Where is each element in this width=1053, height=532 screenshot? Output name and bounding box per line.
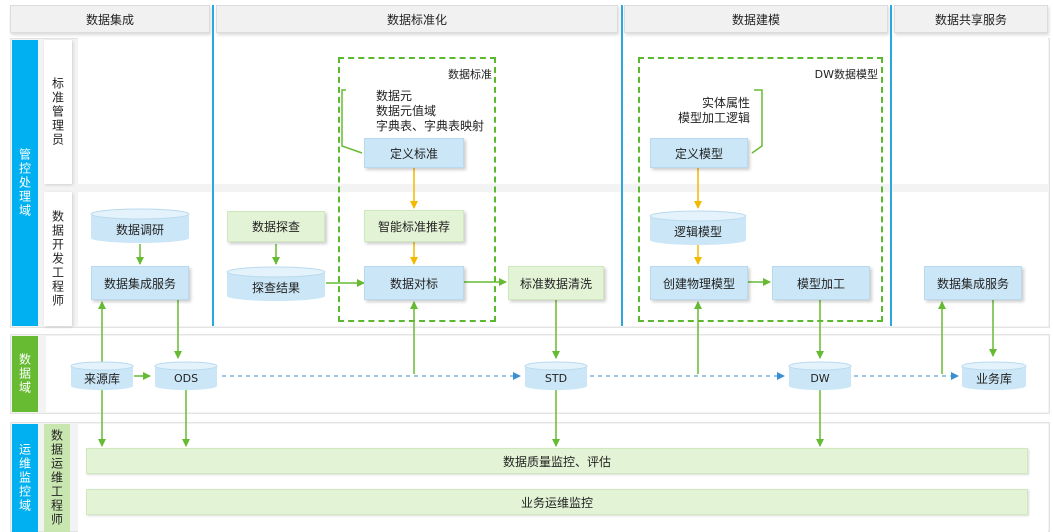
column-separator bbox=[621, 5, 623, 326]
business-ops-monitor-bar[interactable]: 业务运维监控 bbox=[86, 489, 1028, 515]
dw-model-title: DW数据模型 bbox=[814, 68, 878, 81]
source-db-store[interactable]: 来源库 bbox=[71, 368, 133, 388]
define-model-box[interactable]: 定义模型 bbox=[650, 138, 748, 168]
store-label: ODS bbox=[173, 371, 199, 385]
box-label: 定义模型 bbox=[674, 146, 723, 161]
smart-recommend-box[interactable]: 智能标准推荐 bbox=[364, 210, 464, 242]
column-separator bbox=[890, 5, 892, 326]
bar-label: 业务运维监控 bbox=[520, 495, 593, 510]
column-header-standardization: 数据标准化 bbox=[216, 5, 618, 33]
column-header-modeling: 数据建模 bbox=[624, 5, 888, 33]
cylinder-shape bbox=[226, 266, 326, 301]
ops-domain-label: 运维监控域 bbox=[12, 424, 38, 532]
data-explore-box[interactable]: 数据探查 bbox=[227, 211, 325, 242]
cylinder-shape bbox=[649, 210, 747, 245]
quality-monitor-bar[interactable]: 数据质量监控、评估 bbox=[86, 448, 1028, 474]
model-item: 模型加工逻辑 bbox=[677, 111, 750, 125]
box-label: 智能标准推荐 bbox=[377, 219, 450, 234]
store-label: 来源库 bbox=[83, 371, 120, 386]
role-label-std-admin: 标准管理员 bbox=[44, 40, 72, 184]
sharing-service-box[interactable]: 数据集成服务 bbox=[924, 266, 1022, 300]
std-cleaning-box[interactable]: 标准数据清洗 bbox=[508, 266, 604, 300]
box-label: 创建物理模型 bbox=[662, 276, 735, 291]
box-label: 定义标准 bbox=[389, 146, 438, 161]
bar-label: 数据质量监控、评估 bbox=[502, 454, 611, 469]
domain-label-text: 管控处理域 bbox=[17, 148, 32, 218]
cylinder-shape bbox=[70, 361, 134, 390]
integration-service-box[interactable]: 数据集成服务 bbox=[91, 266, 189, 300]
dw-model-region bbox=[638, 57, 883, 322]
model-process-box[interactable]: 模型加工 bbox=[772, 266, 870, 300]
dw-store[interactable]: DW bbox=[789, 368, 851, 388]
role-label-text: 标准管理员 bbox=[50, 77, 65, 147]
box-label: 探查结果 bbox=[251, 280, 300, 295]
domain-label-text: 数据域 bbox=[17, 353, 32, 395]
data-survey-store[interactable]: 数据调研 bbox=[91, 216, 189, 242]
box-label: 数据对标 bbox=[389, 276, 438, 291]
model-items-note: 实体属性 模型加工逻辑 bbox=[650, 96, 750, 126]
box-label: 数据集成服务 bbox=[103, 276, 176, 291]
data-domain-label: 数据域 bbox=[12, 336, 38, 412]
column-separator bbox=[212, 5, 214, 326]
role-label-dev-engineer: 数据开发工程师 bbox=[44, 192, 72, 326]
column-header-label: 数据共享服务 bbox=[934, 12, 1007, 27]
column-header-label: 数据集成 bbox=[85, 12, 134, 27]
control-domain-label: 管控处理域 bbox=[12, 40, 38, 326]
box-label: 标准数据清洗 bbox=[519, 276, 592, 291]
store-label: 业务库 bbox=[975, 371, 1012, 386]
std-admin-lane bbox=[78, 38, 1048, 184]
box-label: 数据调研 bbox=[115, 222, 164, 237]
role-label-text: 数据开发工程师 bbox=[50, 210, 65, 308]
ods-store[interactable]: ODS bbox=[155, 368, 217, 388]
standard-items-note: 数据元 数据元值域 字典表、字典表映射 bbox=[376, 89, 506, 134]
model-item: 实体属性 bbox=[701, 96, 750, 110]
standard-item: 字典表、字典表映射 bbox=[376, 119, 485, 133]
column-header-label: 数据标准化 bbox=[386, 12, 447, 27]
standard-item: 数据元值域 bbox=[376, 104, 437, 118]
store-label: DW bbox=[810, 371, 830, 385]
define-standard-box[interactable]: 定义标准 bbox=[364, 138, 464, 168]
physical-model-box[interactable]: 创建物理模型 bbox=[650, 266, 748, 300]
box-label: 数据集成服务 bbox=[936, 276, 1009, 291]
explore-result-store[interactable]: 探查结果 bbox=[227, 274, 325, 300]
domain-label-text: 运维监控域 bbox=[17, 443, 32, 513]
column-header-label: 数据建模 bbox=[731, 12, 780, 27]
bracket-line bbox=[751, 89, 763, 154]
cylinder-shape bbox=[961, 361, 1027, 390]
data-standard-title: 数据标准 bbox=[448, 68, 492, 81]
role-label-text: 数据运维工程师 bbox=[49, 429, 64, 527]
column-header-integration: 数据集成 bbox=[10, 5, 210, 33]
cylinder-shape bbox=[90, 208, 190, 243]
role-label-ops-engineer: 数据运维工程师 bbox=[44, 424, 70, 532]
data-mapping-box[interactable]: 数据对标 bbox=[364, 266, 464, 300]
cylinder-shape bbox=[154, 361, 218, 390]
standard-item: 数据元 bbox=[376, 89, 413, 103]
std-store[interactable]: STD bbox=[525, 368, 587, 388]
business-db-store[interactable]: 业务库 bbox=[962, 368, 1026, 388]
box-label: 模型加工 bbox=[796, 276, 845, 291]
box-label: 数据探查 bbox=[251, 220, 300, 234]
store-label: STD bbox=[544, 371, 568, 385]
bracket-line bbox=[341, 89, 363, 154]
cylinder-shape bbox=[788, 361, 852, 390]
cylinder-shape bbox=[524, 361, 588, 390]
box-label: 逻辑模型 bbox=[673, 224, 722, 239]
column-header-sharing: 数据共享服务 bbox=[894, 5, 1048, 33]
logic-model-store[interactable]: 逻辑模型 bbox=[650, 218, 746, 244]
data-standard-region bbox=[338, 57, 496, 322]
